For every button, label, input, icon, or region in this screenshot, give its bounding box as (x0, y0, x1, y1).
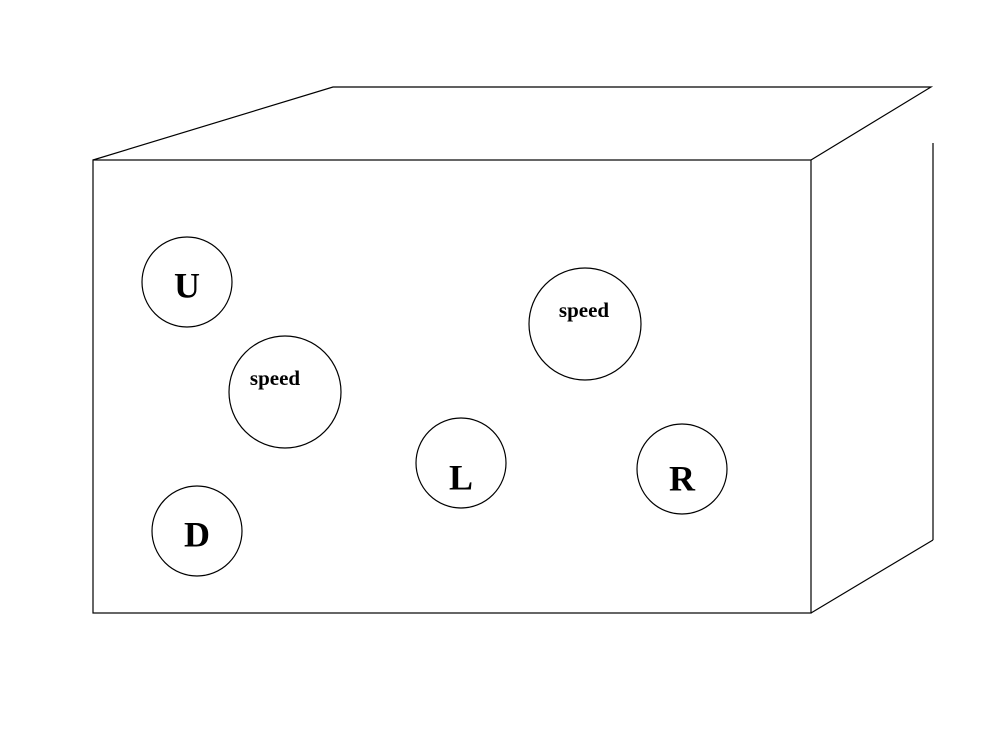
right-button-circle[interactable] (636, 423, 728, 515)
speed-button-right-label: speed (559, 298, 609, 322)
down-button-label: D (184, 514, 210, 554)
box-right-bottom-edge (810, 539, 934, 614)
box-front-face (92, 159, 812, 614)
left-button-circle[interactable] (415, 417, 507, 509)
speed-button-left-label: speed (250, 366, 300, 390)
box-top-face (92, 86, 934, 161)
right-button-label: R (669, 458, 696, 498)
up-button-label: U (174, 265, 200, 305)
speed-button-left-circle[interactable] (228, 335, 342, 449)
left-button[interactable]: L (415, 417, 507, 509)
speed-button-right-circle[interactable] (528, 267, 642, 381)
down-button-circle[interactable] (151, 485, 243, 577)
speed-button-right[interactable]: speed (528, 267, 642, 381)
down-button[interactable]: D (151, 485, 243, 577)
up-button[interactable]: U (141, 236, 233, 328)
right-button[interactable]: R (636, 423, 728, 515)
left-button-label: L (449, 457, 473, 497)
speed-button-left[interactable]: speed (228, 335, 342, 449)
up-button-circle[interactable] (141, 236, 233, 328)
